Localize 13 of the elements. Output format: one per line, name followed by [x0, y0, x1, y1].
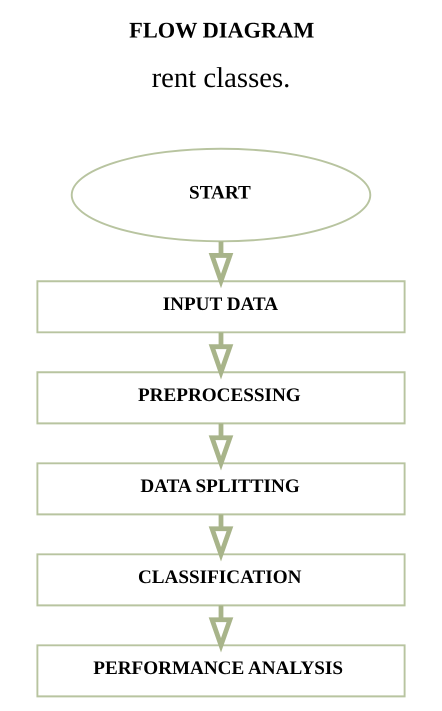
node-ellipse: START [70, 148, 372, 242]
node-box: INPUT DATA [36, 280, 406, 334]
arrow [208, 332, 234, 380]
node-box: CLASSIFICATION [36, 553, 406, 606]
arrow [208, 241, 234, 288]
arrow [208, 423, 234, 470]
node-box: DATA SPLITTING [36, 462, 406, 516]
node-box: PREPROCESSING [36, 371, 406, 424]
label: rent classes. [152, 62, 290, 94]
arrow [208, 514, 234, 562]
node-box: PERFORMANCE ANALYSIS [36, 644, 406, 698]
diagram-title: FLOW DIAGRAM [129, 17, 314, 42]
arrow [208, 605, 234, 653]
